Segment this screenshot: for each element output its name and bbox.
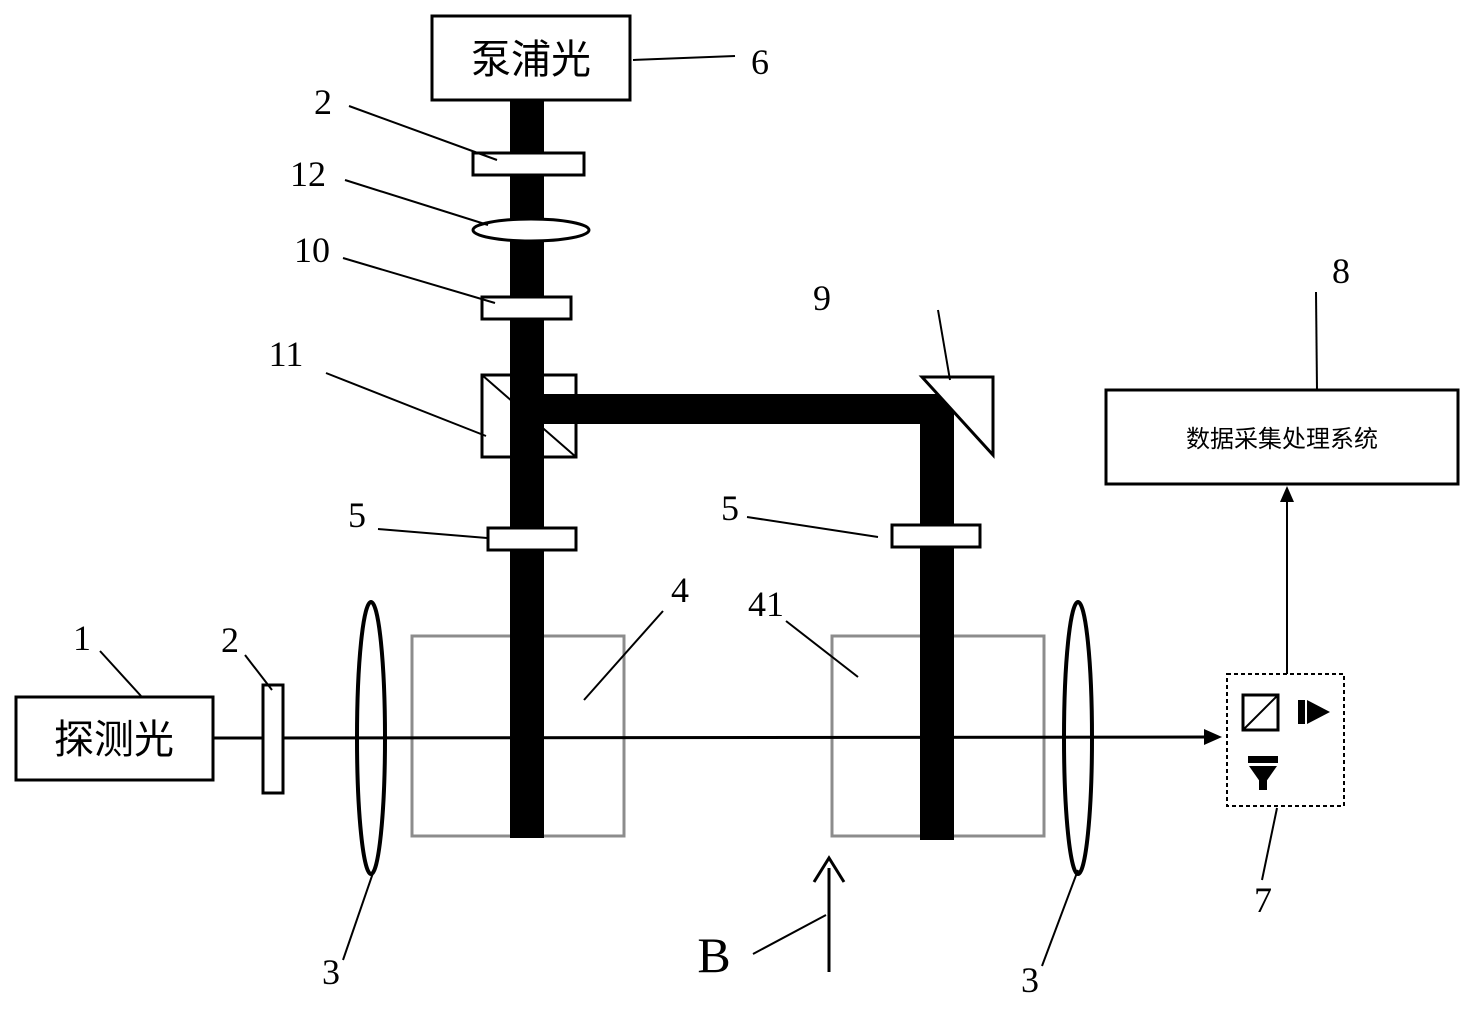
label-2-top: 2 <box>314 82 332 122</box>
label-12: 12 <box>290 154 326 194</box>
prism-9 <box>918 375 995 459</box>
waveplate-5-right <box>890 523 982 549</box>
label-9: 9 <box>813 278 831 318</box>
leader-lines <box>99 55 1318 967</box>
label-3-right: 3 <box>1021 960 1039 1000</box>
waveplate-10 <box>480 295 573 321</box>
lens-3-left <box>355 600 387 876</box>
pump-light-box <box>430 14 632 102</box>
polarizing-beam-splitter-diagonal <box>1242 694 1279 731</box>
label-8: 8 <box>1332 251 1350 291</box>
label-6: 6 <box>751 42 769 82</box>
probe-light-box <box>14 695 215 782</box>
daq-system-box <box>1104 388 1460 486</box>
probe-beam-arrowhead <box>1204 729 1222 745</box>
signal-arrowhead <box>1280 486 1294 502</box>
lens-3-right <box>1062 600 1094 876</box>
pump-light-label: 泵浦光 <box>471 37 591 83</box>
pump-beam-vertical-right <box>920 394 954 840</box>
pump-beam-horizontal <box>510 394 954 424</box>
label-4: 4 <box>671 570 689 610</box>
photodiode-bottom-icon <box>1248 756 1278 790</box>
probe-light-label: 探测光 <box>54 717 174 763</box>
label-11: 11 <box>269 334 304 374</box>
label-5-left: 5 <box>348 495 366 535</box>
polarizer-2-left <box>261 683 285 795</box>
polarizing-beam-splitter-icon <box>1241 693 1280 732</box>
label-41: 41 <box>748 584 784 624</box>
daq-system-label: 数据采集处理系统 <box>1186 425 1378 453</box>
label-B: B <box>697 927 730 983</box>
probe-beam <box>212 735 1213 740</box>
beam-splitter-11 <box>480 373 578 459</box>
lens-12 <box>471 217 591 243</box>
label-10: 10 <box>294 230 330 270</box>
label-5-right: 5 <box>721 488 739 528</box>
pump-beam-vertical-left <box>510 100 544 838</box>
label-7: 7 <box>1254 880 1272 920</box>
label-2-left: 2 <box>221 620 239 660</box>
polarizer-2-top <box>471 151 586 177</box>
waveplate-5-left <box>486 526 578 552</box>
photodiode-right-icon <box>1298 700 1330 724</box>
label-1: 1 <box>73 618 91 658</box>
label-3-left: 3 <box>322 952 340 992</box>
magnetic-field-arrowhead <box>812 855 846 883</box>
beam-splitter-diagonal <box>481 374 577 458</box>
